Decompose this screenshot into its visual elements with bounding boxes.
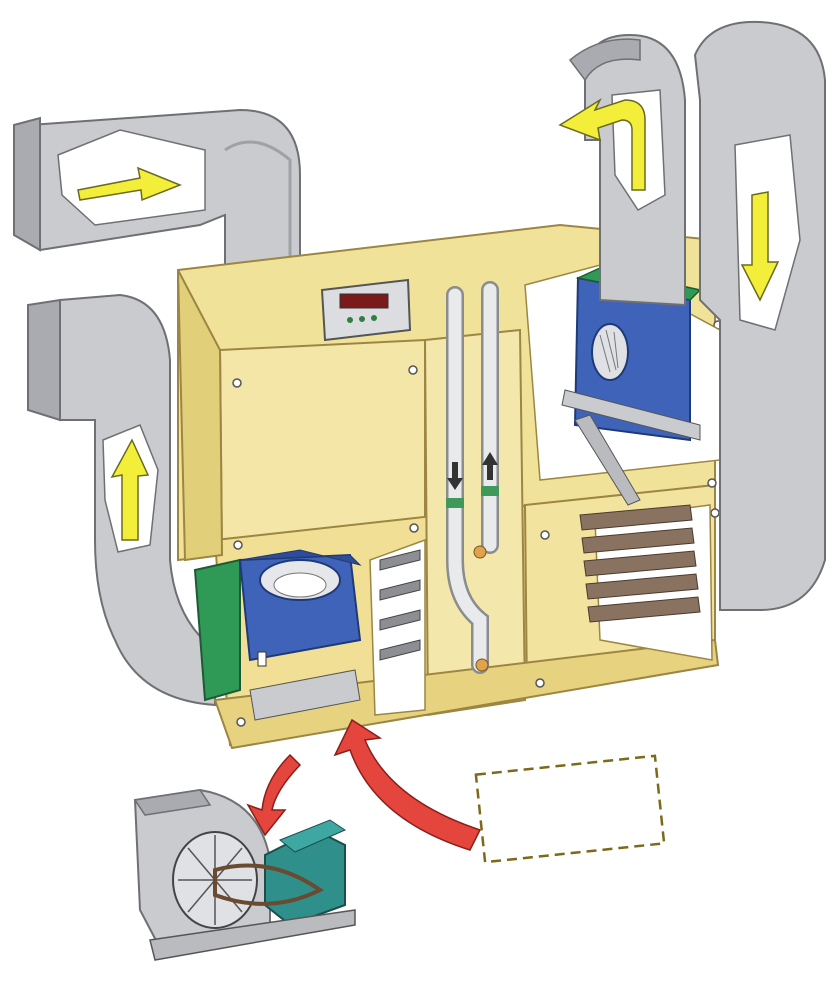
lower-left-fan — [193, 549, 362, 721]
lower-fan-rails — [249, 669, 361, 721]
flow-arrow-far-right — [740, 191, 780, 302]
upper-right-fan — [524, 264, 721, 506]
filter-bank — [369, 538, 426, 716]
pipe-flow-arrows — [447, 452, 498, 490]
fan-rail — [561, 389, 701, 441]
controller-panel — [320, 278, 412, 342]
flow-arrow-top-right-turn — [558, 97, 646, 191]
pipe-band-left — [446, 498, 464, 508]
cooling-coil — [579, 504, 713, 661]
replacement-placeholder — [474, 754, 666, 864]
heating-pipes — [446, 281, 499, 674]
controller-button-3 — [371, 315, 377, 321]
controller-display — [339, 293, 389, 309]
swap-arrow-in — [333, 718, 482, 851]
pipe-valve-2 — [475, 658, 489, 672]
flow-arrow-left — [110, 438, 150, 541]
pipe-valve-1 — [473, 545, 487, 559]
belt-driven-fan-unit — [133, 788, 356, 961]
swap-arrow-out — [246, 753, 302, 837]
controller-button-1 — [347, 317, 353, 323]
pipe-band-right — [481, 486, 499, 496]
drive-belt — [213, 863, 324, 906]
unit-base — [149, 909, 356, 961]
pipe-arrow-up — [482, 452, 498, 480]
pipe-arrow-down — [447, 462, 463, 490]
flow-arrow-top-left — [77, 166, 183, 202]
controller-button-2 — [359, 316, 365, 322]
